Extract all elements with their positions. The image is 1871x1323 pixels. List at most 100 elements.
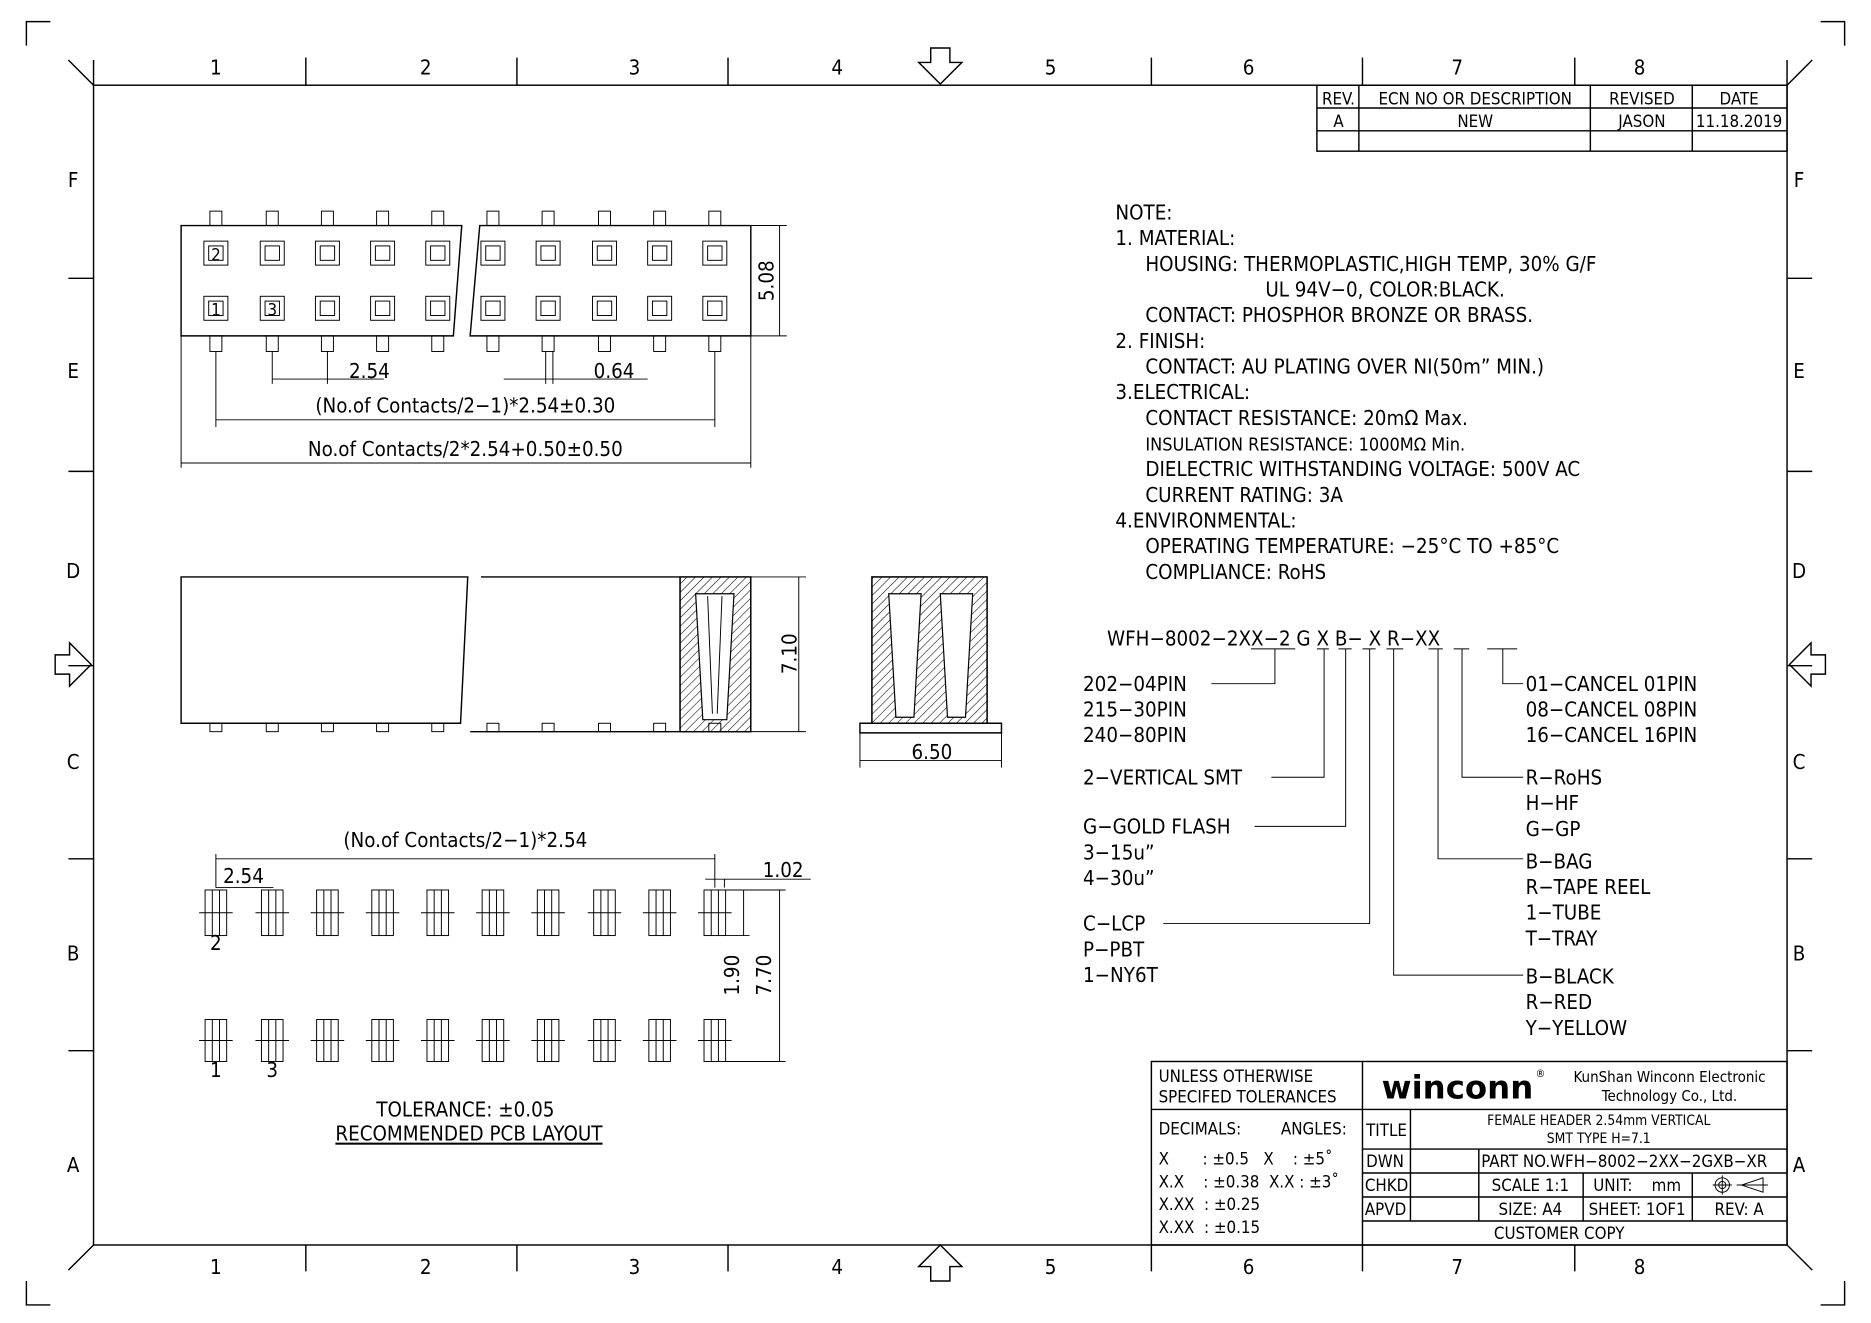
pad-centerline [420,1019,455,1062]
pcb-layout: (No.of Contacts/2−1)*2.54 2.54 1.02 1.90… [199,828,811,1146]
label: CUSTOMER COPY [1494,1223,1625,1243]
note-line: 3.ELECTRICAL: [1115,380,1250,404]
pin-tail [708,210,722,227]
label: B [67,942,80,966]
pin-cavity [203,240,229,266]
pin-tail [376,335,390,352]
pin-cavity [314,295,340,321]
pin-cavity [259,240,285,266]
label: C [67,750,80,774]
code-option: B−BAG [1526,849,1593,873]
note-line: NOTE: [1115,201,1172,225]
label: 2.54 [349,359,390,383]
label: 3 [629,1255,641,1279]
pad-centerline [587,889,622,936]
pin-contact [374,300,391,316]
note-line: 2. FINISH: [1115,329,1205,353]
label: F [68,168,79,192]
pad-centerline [310,1019,345,1062]
pin-cavity [370,295,396,321]
pin-tail [265,335,279,352]
label: A [1793,1153,1806,1177]
code-option: 3−15u” [1083,840,1154,864]
pad-centerline [310,889,345,936]
label: 5.08 [755,260,779,301]
label: Technology Co., Ltd. [1601,1087,1737,1105]
label: DECIMALS: [1159,1119,1242,1139]
label: 7.70 [752,955,776,996]
label: 7.10 [777,633,801,674]
code-option: R−TAPE REEL [1526,875,1652,899]
label: 2 [420,1255,432,1279]
label: 1 [210,1058,222,1082]
pin-foot [598,722,611,733]
label: RECOMMENDED PCB LAYOUT [335,1122,603,1146]
label: X.X : ±0.38 X.X : ±3˚ [1159,1171,1339,1191]
pin-cavity [535,295,561,321]
note-line: INSULATION RESISTANCE: 1000MΩ Min. [1145,435,1465,456]
label: X.XX : ±0.15 [1159,1217,1261,1237]
label: SHEET: 1OF1 [1589,1199,1686,1219]
pin-contact [319,300,336,316]
pin-cavity [702,295,728,321]
label: REVISED [1609,88,1675,108]
pin-tail [431,335,445,352]
label: PART NO.WFH−8002−2XX−2GXB−XR [1481,1151,1768,1171]
pin-foot [320,722,334,733]
pin-cavity [592,240,617,266]
label: E [1793,359,1805,383]
label: 5 [1045,1255,1057,1279]
code-option: B−BLACK [1526,965,1615,989]
label: 1.90 [720,955,744,996]
pin-tail [598,210,611,227]
notes: NOTE:1. MATERIAL:HOUSING: THERMOPLASTIC,… [1115,201,1596,584]
side-view: 7.10 [180,576,806,733]
code-option: 16−CANCEL 16PIN [1526,723,1698,747]
label: X : ±0.5 X : ±5˚ [1159,1149,1333,1169]
note-line: HOUSING: THERMOPLASTIC,HIGH TEMP, 30% G/… [1145,252,1596,276]
centering-arrow-bottom [916,1243,964,1282]
pin-cavity [480,240,506,266]
code-option: 1−TUBE [1526,901,1602,925]
code-option: 4−30u” [1083,866,1154,890]
pin-tail [320,335,334,352]
pad-centerline [642,889,677,936]
code-option: 01−CANCEL 01PIN [1526,672,1698,696]
centering-arrow-left [54,641,93,688]
pad-centerline [199,889,233,936]
code-option: 08−CANCEL 08PIN [1526,698,1698,722]
centering-arrow-top [916,47,964,86]
label: 5 [1045,55,1057,79]
pin-tail [486,335,500,352]
label: 6 [1243,1255,1255,1279]
label: 2 [210,931,222,955]
label: B [1793,942,1806,966]
pin-foot [541,722,555,733]
code-option: Y−YELLOW [1525,1016,1628,1040]
pin-tail [653,335,667,352]
code-option: R−RoHS [1526,765,1603,789]
label: KunShan Winconn Electronic [1573,1068,1765,1086]
pin-tail [598,335,611,352]
note-line: CONTACT: AU PLATING OVER NI(50m” MIN.) [1145,355,1544,379]
label: (No.of Contacts/2−1)*2.54 [343,828,587,852]
label: 2 [211,244,221,264]
label: 6 [1243,55,1255,79]
registered-mark: ® [1536,1067,1546,1080]
label: SIZE: A4 [1499,1199,1563,1219]
pin-contact [485,245,501,261]
label: SCALE 1:1 [1492,1175,1570,1195]
label: NEW [1457,111,1493,131]
label: 8 [1634,1255,1646,1279]
pin-contact [596,300,613,316]
pin-cavity [647,240,673,266]
label: X.XX : ±0.25 [1159,1194,1261,1214]
label: 1 [210,55,222,79]
part-number-code: WFH−8002−2XX−2 G X B− X R−XX 202−04PIN21… [1083,626,1697,1040]
pin-contact [485,300,501,316]
label: 2.54 [223,864,264,888]
pad-centerline [199,1019,233,1062]
